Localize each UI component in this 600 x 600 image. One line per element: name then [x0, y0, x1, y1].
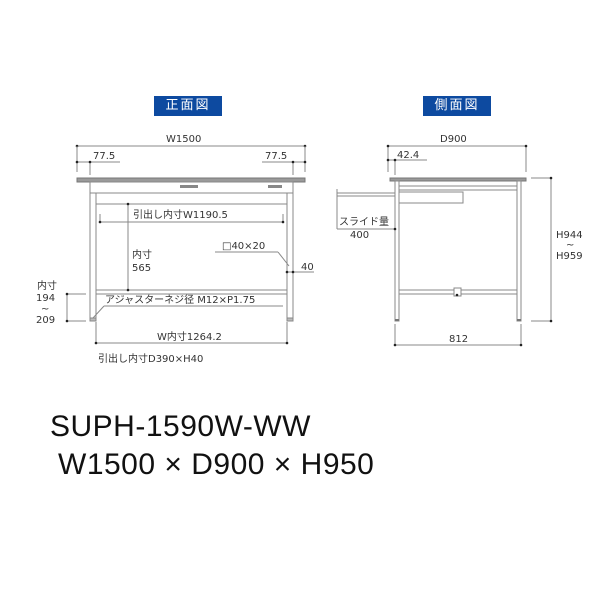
- drawer-inner-dims: 引出し内寸D390×H40: [98, 352, 203, 365]
- pipe-size: □40×20: [222, 241, 265, 252]
- slide-value: 400: [350, 230, 369, 241]
- front-width-total: W1500: [166, 134, 201, 145]
- height-min: H944: [556, 230, 583, 241]
- front-view-drawing: [65, 144, 314, 345]
- pipe-height: 40: [301, 262, 314, 273]
- side-top-offset: 42.4: [397, 150, 419, 161]
- inner-width: W内寸1264.2: [157, 330, 222, 343]
- front-right-offset: 77.5: [265, 151, 287, 162]
- model-code: SUPH-1590W-WW: [50, 410, 311, 443]
- height-tilde: ~: [566, 240, 574, 251]
- height-max: H959: [556, 251, 583, 262]
- leg-span: 812: [449, 334, 468, 345]
- inner-height-value: 565: [132, 263, 151, 274]
- product-size: W1500 × D900 × H950: [58, 448, 375, 481]
- slide-label: スライド量: [339, 216, 389, 228]
- lower-inner-label: 内寸: [37, 279, 57, 292]
- side-view-title: 側面図: [423, 96, 491, 116]
- lower-inner-tilde: ~: [41, 304, 49, 315]
- drawer-inner-width: 引出し内寸W1190.5: [133, 208, 228, 221]
- lower-inner-min: 194: [36, 293, 55, 304]
- inner-height-label: 内寸: [132, 248, 152, 261]
- side-depth-total: D900: [440, 134, 467, 145]
- front-view-title: 正面図: [154, 96, 222, 116]
- side-view-drawing: [336, 144, 553, 347]
- lower-inner-max: 209: [36, 315, 55, 326]
- front-left-offset: 77.5: [93, 151, 115, 162]
- adjuster-spec: アジャスターネジ径 M12×P1.75: [105, 293, 255, 306]
